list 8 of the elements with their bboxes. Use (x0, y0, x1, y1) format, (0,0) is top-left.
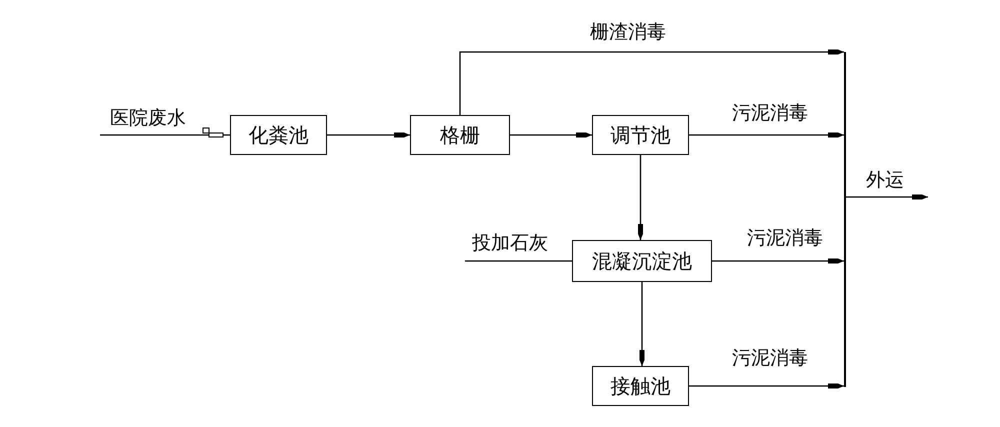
collector-line (844, 52, 846, 387)
process-box: 混凝沉淀池 (572, 240, 712, 282)
process-box: 调节池 (592, 115, 689, 155)
process-box: 化粪池 (230, 115, 327, 155)
process-box: 格栅 (410, 115, 510, 155)
line (465, 260, 572, 262)
process-box: 接触池 (592, 366, 689, 406)
line (100, 134, 230, 136)
